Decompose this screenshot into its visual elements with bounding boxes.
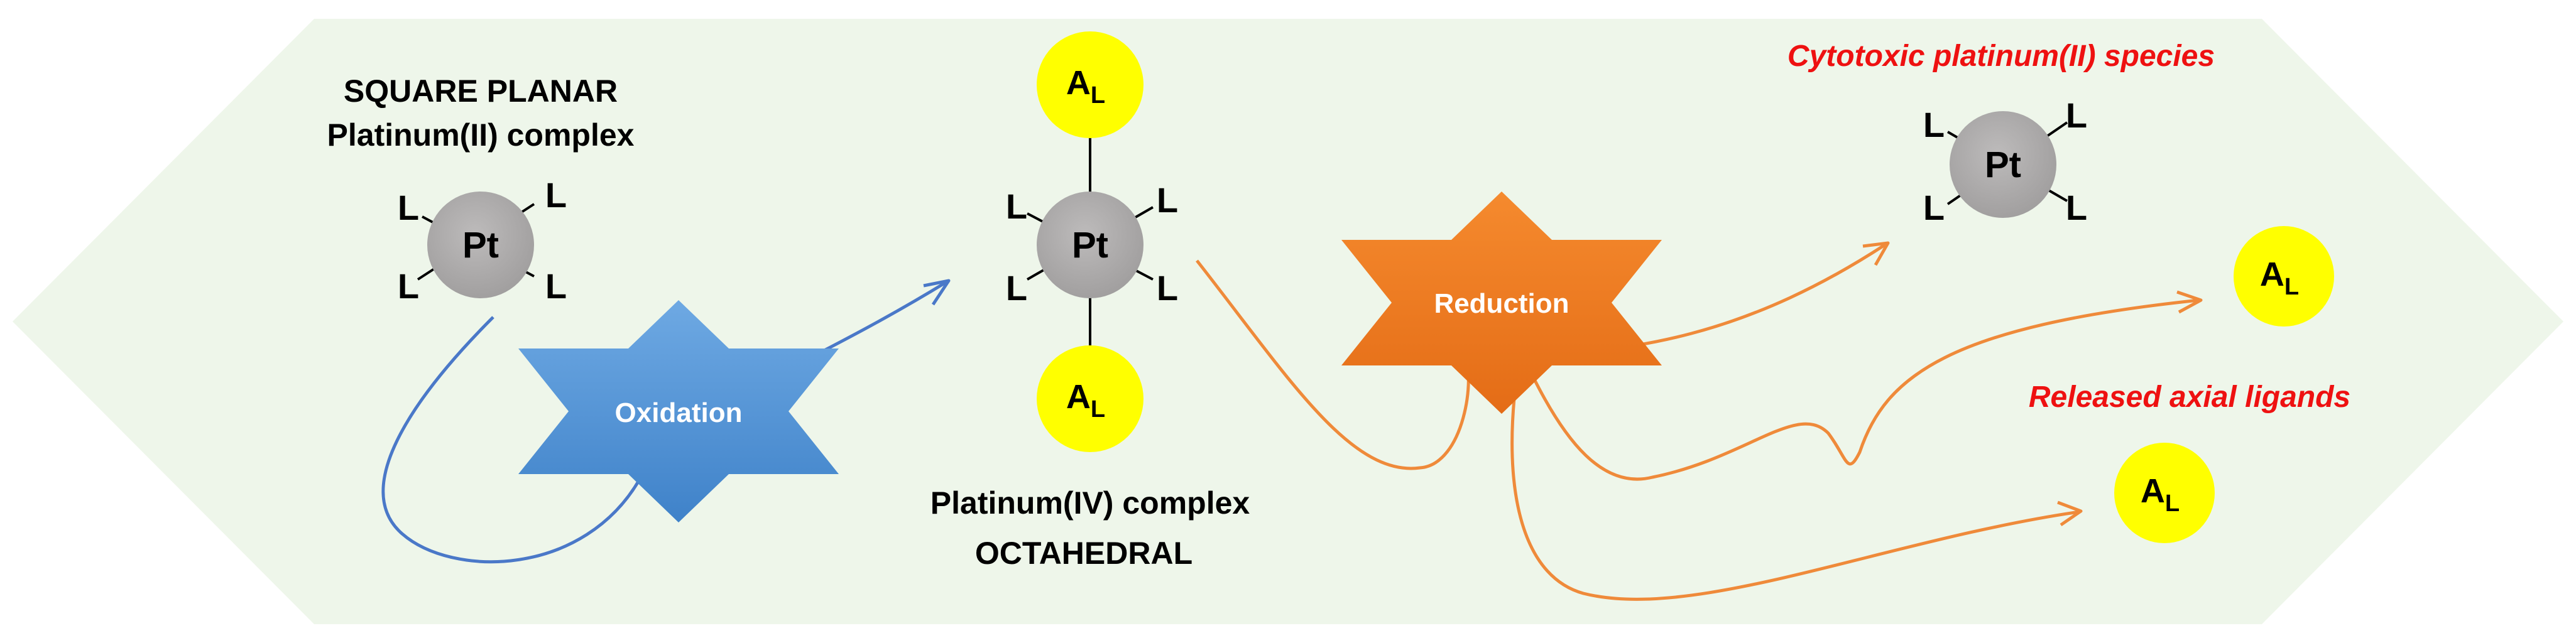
reduction-label: Reduction xyxy=(1434,288,1569,319)
ligand-label: L xyxy=(398,266,419,306)
cytotoxic-species-label: Cytotoxic platinum(II) species xyxy=(1787,40,2215,73)
ligand-label: L xyxy=(1923,188,1945,227)
oxidation-label: Oxidation xyxy=(615,397,743,428)
pt-ii-square-planar-complex: Pt L L L L xyxy=(398,175,567,306)
released-axial-ligand-1 xyxy=(2234,226,2334,327)
pt-symbol: Pt xyxy=(462,225,499,266)
reduction-star xyxy=(1341,192,1662,414)
octahedral-label: OCTAHEDRAL xyxy=(975,536,1192,571)
ligand-label: L xyxy=(1006,268,1027,308)
axial-ligand-top xyxy=(1037,31,1143,138)
ligand-label: L xyxy=(545,266,567,306)
platinum-iv-complex-label: Platinum(IV) complex xyxy=(931,485,1250,521)
reduction-arrow-to-axial-ligand-1 xyxy=(1531,298,2200,481)
released-axial-ligands-label: Released axial ligands xyxy=(2029,381,2350,414)
reduction-arrowhead-to-pt-ii xyxy=(1862,241,1890,266)
ligand-label: L xyxy=(1923,105,1945,144)
ligand-label: L xyxy=(2066,188,2087,227)
pt-atom xyxy=(1950,111,2056,218)
ligand-label: L xyxy=(545,175,567,215)
square-planar-label: SQUARE PLANAR xyxy=(344,73,618,109)
axial-ligand-top-label: AL xyxy=(1066,64,1105,109)
released-axial-ligand-1-label: AL xyxy=(2260,256,2299,300)
pt-atom xyxy=(427,192,534,298)
reduction-arrowhead-to-axial-ligand-2 xyxy=(2057,500,2083,527)
platinum-ii-complex-label: Platinum(II) complex xyxy=(327,117,635,153)
ligand-label: L xyxy=(1157,268,1178,308)
released-axial-ligand-2-label: AL xyxy=(2141,472,2180,517)
pt-symbol: Pt xyxy=(1072,225,1108,266)
oxidation-arrowhead xyxy=(923,279,951,306)
reduction-arrow-to-axial-ligand-2 xyxy=(1510,398,2080,601)
reduction-arrow-to-pt-ii xyxy=(1196,243,1886,470)
pt-symbol: Pt xyxy=(1985,144,2021,185)
ligand-label: L xyxy=(1157,180,1178,220)
ligand-label: L xyxy=(1006,186,1027,226)
oxidation-star xyxy=(518,300,839,522)
reduction-arrowhead-to-axial-ligand-1 xyxy=(2176,290,2203,314)
pt-atom xyxy=(1037,192,1143,298)
ligand-label: L xyxy=(398,188,419,227)
axial-ligand-bottom-label: AL xyxy=(1066,378,1105,423)
released-axial-ligand-2 xyxy=(2114,443,2215,543)
ligand-label: L xyxy=(2066,95,2087,135)
axial-ligand-bottom xyxy=(1037,345,1143,452)
pt-iv-octahedral-complex: AL Pt L L L L AL xyxy=(1006,31,1178,452)
cytotoxic-pt-ii-complex: Pt L L L L xyxy=(1923,95,2087,227)
